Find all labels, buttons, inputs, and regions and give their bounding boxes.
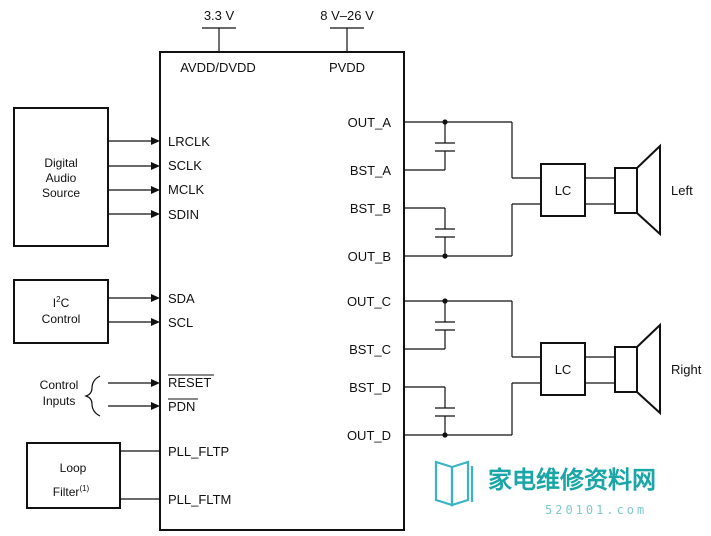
lc-filter-right bbox=[540, 342, 586, 396]
right-speaker-icon bbox=[614, 322, 661, 416]
avdd-label: AVDD/DVDD bbox=[180, 60, 256, 75]
i2c-line1: I2C bbox=[53, 295, 70, 310]
loop-filter-line1: Loop bbox=[60, 461, 87, 475]
pin-lrclk: LRCLK bbox=[168, 134, 210, 149]
pin-bst-a: BST_A bbox=[350, 163, 392, 178]
pin-scl: SCL bbox=[168, 315, 193, 330]
pin-bst-c: BST_C bbox=[349, 342, 391, 357]
pin-sda: SDA bbox=[168, 291, 195, 306]
pin-bst-b: BST_B bbox=[350, 201, 391, 216]
left-speaker-icon bbox=[614, 143, 661, 237]
right-channel-wiring bbox=[404, 300, 615, 436]
junction-dot bbox=[442, 298, 448, 304]
pin-reset: RESET bbox=[168, 375, 211, 390]
control-input-arrowheads bbox=[151, 379, 160, 410]
junction-dot bbox=[442, 432, 448, 438]
lc-filter-left-label: LC bbox=[555, 183, 572, 198]
watermark-site: 520101.com bbox=[545, 503, 647, 517]
digital-audio-arrowheads bbox=[151, 137, 160, 218]
supply-pvdd: 8 V–26 V bbox=[320, 8, 374, 52]
lc-filter-left bbox=[540, 163, 586, 217]
speaker-right-label: Right bbox=[671, 362, 702, 377]
digital-audio-connections bbox=[108, 140, 152, 215]
control-inputs-brace bbox=[84, 375, 101, 417]
left-channel-wiring bbox=[404, 121, 615, 257]
loop-filter-connections bbox=[120, 450, 160, 500]
i2c-line2: Control bbox=[42, 312, 81, 326]
digital-audio-source-block bbox=[13, 107, 109, 247]
loop-filter-line2: Filter(1) bbox=[53, 484, 90, 499]
junction-dot bbox=[442, 253, 448, 259]
pin-bst-d: BST_D bbox=[349, 380, 391, 395]
pin-out-d: OUT_D bbox=[347, 428, 391, 443]
amplifier-chip bbox=[159, 51, 405, 531]
pin-sclk: SCLK bbox=[168, 158, 202, 173]
digital-audio-line2: Audio bbox=[46, 171, 77, 185]
control-inputs-line1: Control bbox=[40, 378, 79, 392]
supply-pvdd-label: 8 V–26 V bbox=[320, 8, 374, 23]
right-pin-labels: OUT_A BST_A BST_B OUT_B OUT_C BST_C BST_… bbox=[347, 115, 391, 443]
pin-out-a: OUT_A bbox=[348, 115, 392, 130]
left-pin-labels: LRCLK SCLK MCLK SDIN SDA SCL RESET PDN P… bbox=[168, 134, 231, 507]
pin-out-b: OUT_B bbox=[348, 249, 391, 264]
loop-filter-block bbox=[26, 442, 121, 509]
watermark-brand: 家电维修资料网 bbox=[488, 466, 656, 494]
pvdd-label: PVDD bbox=[329, 60, 365, 75]
pin-sdin: SDIN bbox=[168, 207, 199, 222]
pin-pdn: PDN bbox=[168, 399, 195, 414]
lc-filter-right-label: LC bbox=[555, 362, 572, 377]
control-inputs-line2: Inputs bbox=[43, 394, 76, 408]
junction-dot bbox=[442, 119, 448, 125]
speaker-left-label: Left bbox=[671, 183, 693, 198]
supply-3v3-label: 3.3 V bbox=[204, 8, 235, 23]
i2c-arrowheads bbox=[151, 294, 160, 326]
pin-out-c: OUT_C bbox=[347, 294, 391, 309]
watermark-logo: 家电维修资料网 520101.com bbox=[434, 460, 656, 517]
book-icon bbox=[434, 460, 474, 507]
pin-pll-fltp: PLL_FLTP bbox=[168, 444, 229, 459]
pin-pll-fltm: PLL_FLTM bbox=[168, 492, 231, 507]
i2c-connections bbox=[108, 297, 152, 323]
pin-mclk: MCLK bbox=[168, 182, 204, 197]
i2c-control-block bbox=[13, 279, 109, 344]
supply-3v3: 3.3 V bbox=[202, 8, 236, 52]
digital-audio-line3: Source bbox=[42, 186, 80, 200]
digital-audio-line1: Digital bbox=[44, 156, 77, 170]
control-input-connections bbox=[108, 382, 152, 407]
